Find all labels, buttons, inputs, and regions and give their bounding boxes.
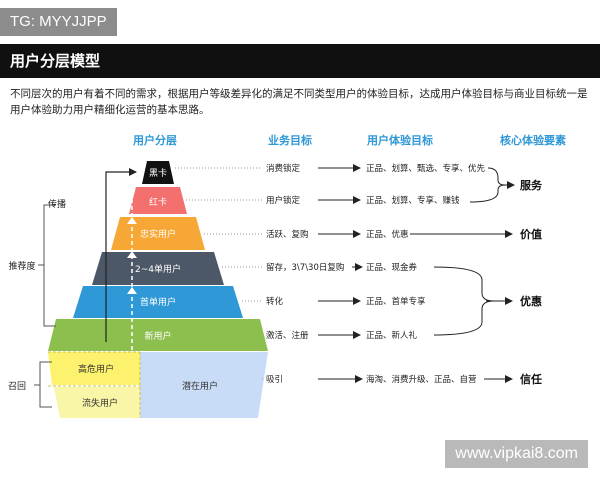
block-potential-users bbox=[140, 352, 268, 418]
core-trust: 信任 bbox=[520, 372, 542, 386]
label-first-order-users: 首单用户 bbox=[140, 296, 176, 308]
bottom-watermark: www.vipkai8.com bbox=[445, 440, 588, 468]
label-recall: 召回 bbox=[8, 381, 26, 392]
label-spread: 传播 bbox=[48, 198, 66, 210]
page-title: 用户分层模型 bbox=[0, 44, 600, 78]
upgrade-arrowheads bbox=[127, 217, 137, 294]
label-new-users: 新用户 bbox=[144, 330, 171, 342]
layer-black-card bbox=[142, 161, 174, 184]
label-high-risk-users: 高危用户 bbox=[78, 363, 114, 375]
ux-goal-red-card: 正品、划算、专享、赚钱 bbox=[366, 195, 460, 206]
header-core: 核心体验要素 bbox=[500, 133, 566, 147]
layer-new-users bbox=[48, 319, 268, 351]
business-goal-potential: 吸引 bbox=[266, 375, 283, 385]
label-red-card: 红卡 bbox=[149, 196, 167, 208]
layer-repeat-users bbox=[92, 252, 224, 285]
layer-loyal-users bbox=[111, 217, 205, 250]
business-goal-red-card: 用户锁定 bbox=[266, 195, 301, 206]
top-loop-arrow bbox=[105, 168, 137, 342]
intro-text: 不同层次的用户有着不同的需求，根据用户等级差异化的满足不同类型用户的体验目标，达… bbox=[10, 88, 588, 116]
header-business: 业务目标 bbox=[268, 133, 312, 147]
business-goal-new-users: 激活、注册 bbox=[266, 330, 309, 341]
label-potential-users: 潜在用户 bbox=[182, 380, 218, 392]
business-goal-loyal-users: 活跃、复购 bbox=[266, 229, 309, 240]
core-discount: 优惠 bbox=[520, 294, 542, 308]
label-recommend: 推荐度 bbox=[8, 260, 35, 272]
ux-goal-first-order-users: 正品、首单专享 bbox=[366, 296, 426, 307]
business-to-ux-arrows bbox=[318, 164, 363, 383]
discount-brace bbox=[433, 266, 495, 336]
block-lost-users bbox=[54, 387, 140, 418]
spread-bracket bbox=[43, 204, 56, 327]
header-layers: 用户分层 bbox=[133, 133, 177, 147]
ux-goal-new-users: 正品、新人礼 bbox=[366, 330, 418, 341]
core-value: 价值 bbox=[520, 227, 542, 241]
label-black-card: 黑卡 bbox=[149, 167, 167, 179]
ux-goal-black-card: 正品、划算、甄选、专享、优先 bbox=[366, 163, 486, 174]
label-loyal-users: 忠实用户 bbox=[140, 228, 176, 240]
label-lost-users: 流失用户 bbox=[82, 397, 118, 409]
layer-first-order-users bbox=[73, 286, 243, 318]
ux-goal-potential: 海淘、消费升级、正品、自营 bbox=[366, 374, 477, 385]
header-ux: 用户体验目标 bbox=[367, 133, 433, 147]
core-service: 服务 bbox=[520, 178, 543, 192]
top-watermark: TG: MYYJJPP bbox=[0, 8, 117, 36]
business-goal-black-card: 消费锁定 bbox=[266, 163, 301, 174]
layer-red-card bbox=[129, 187, 187, 214]
label-repeat-users: 2~4单用户 bbox=[135, 263, 181, 275]
ux-goal-repeat-users: 正品、现金券 bbox=[366, 262, 418, 273]
leader-lines bbox=[175, 167, 268, 380]
business-goal-repeat-users: 留存，3\7\30日复购 bbox=[266, 262, 344, 273]
business-goal-first-order-users: 转化 bbox=[266, 296, 284, 307]
block-high-risk-users bbox=[48, 352, 140, 385]
ux-goal-loyal-users: 正品、优惠 bbox=[366, 229, 409, 240]
